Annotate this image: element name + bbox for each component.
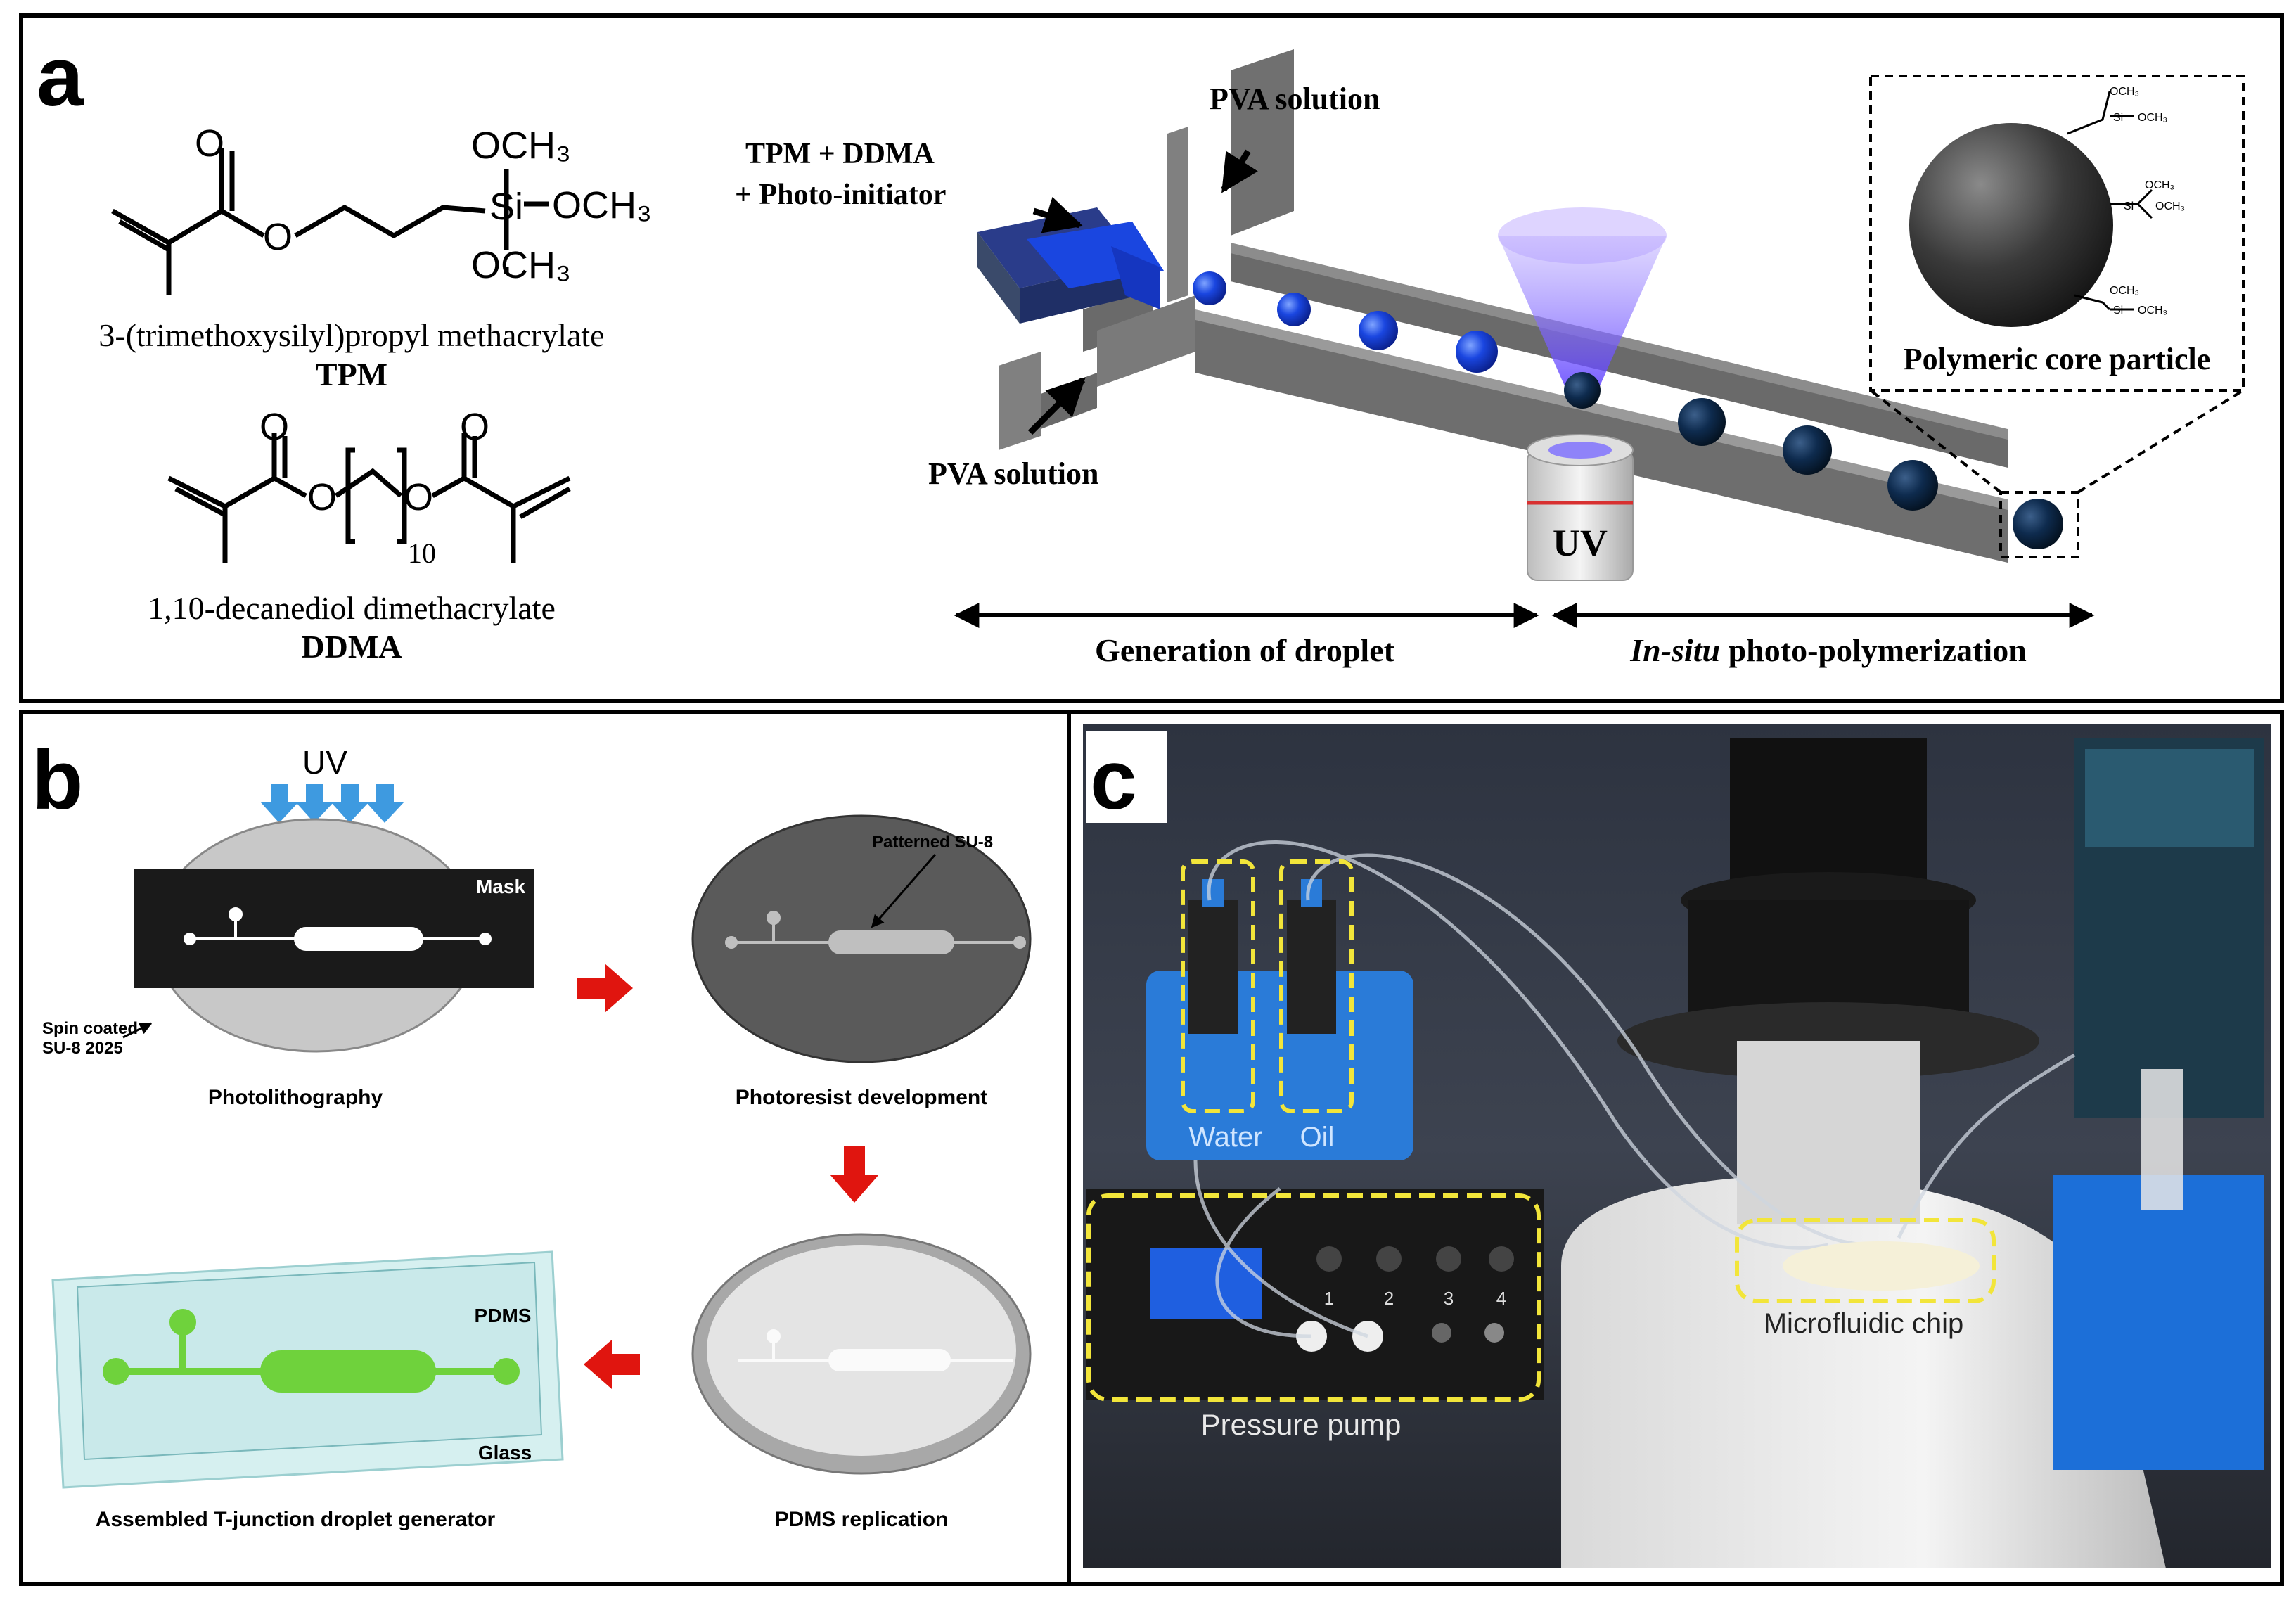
step-assembled-device: Assembled T-junction droplet generator [96, 1508, 496, 1531]
highlight-boxes [1086, 859, 1996, 1402]
ddma-abbr: DDMA [301, 629, 402, 665]
tpm-och3-bottom: OCH₃ [471, 244, 571, 286]
particle [1564, 372, 1601, 409]
process-arrow-right [577, 964, 633, 1013]
pdms-pattern [738, 1329, 1013, 1371]
uv-light-cone [1498, 236, 1667, 394]
tubing [1193, 840, 2076, 1338]
tpm-abbr: TPM [316, 357, 387, 392]
spin-coated-label-2: SU-8 2025 [42, 1039, 123, 1058]
inset-group: Si [2113, 305, 2123, 316]
inset-group: OCH₃ [2110, 86, 2139, 98]
inlet-label: TPM + DDMA [745, 138, 935, 170]
uv-arrows [260, 784, 404, 823]
tpm-ester-o: O [263, 216, 293, 258]
microfluidic-chip [1783, 1241, 1980, 1291]
pump-display [1150, 1248, 1262, 1319]
glass-label: Glass [478, 1442, 532, 1464]
water-highlight [1181, 859, 1255, 1113]
droplet [1277, 293, 1311, 326]
assembled-channel [103, 1309, 520, 1393]
particle [1887, 460, 1938, 511]
ddma-subscript: 10 [408, 537, 436, 569]
process-arrow-left [584, 1340, 640, 1389]
panel-a: a O O Si OCH₃ OCH₃ OCH₃ 3-(trimethoxysil… [19, 13, 2284, 703]
ddma-ester-o-right: O [404, 476, 433, 518]
inset-group: Si [2113, 112, 2123, 124]
droplet [1359, 311, 1398, 350]
particle [1783, 425, 1832, 475]
tpm-structure [111, 148, 549, 295]
ddma-ester-o-left: O [307, 476, 337, 518]
pump-channel: 4 [1496, 1288, 1506, 1309]
tpm-och3-top: OCH₃ [471, 124, 571, 167]
oil-label: Oil [1300, 1122, 1335, 1153]
pdms-label: PDMS [475, 1305, 532, 1326]
ddma-structure [167, 433, 571, 563]
polymerization-range-label: In-situ photo-polymerization [1629, 632, 2027, 668]
pump-label: Pressure pump [1201, 1408, 1402, 1441]
generation-range-label: Generation of droplet [1095, 632, 1395, 668]
pump-highlight [1086, 1193, 1541, 1402]
chip-label: Microfluidic chip [1764, 1308, 1964, 1339]
pump-channel: 3 [1444, 1288, 1454, 1309]
pump-channel: 1 [1324, 1288, 1334, 1309]
pva-label-bottom: PVA solution [928, 456, 1099, 491]
pump-channel: 2 [1384, 1288, 1394, 1309]
tpm-si: Si [489, 186, 523, 228]
su8-pattern [725, 911, 1026, 954]
mask-pattern [184, 907, 492, 951]
step-photolithography: Photolithography [208, 1086, 383, 1109]
inset-group: Si [2124, 200, 2134, 212]
step-photoresist-development: Photoresist development [736, 1086, 987, 1109]
panel-c: 1 2 3 4 Water Oil Pressure pump Microflu… [1067, 710, 2284, 1586]
microscope-column [1737, 1041, 1920, 1224]
panel-c-label-bg [1086, 731, 1167, 823]
panel-b: b UV Mask Spin coated SU-8 2025 Photolit… [19, 710, 1071, 1586]
oil-reservoir [1287, 900, 1336, 1034]
spin-coated-label: Spin coated [42, 1019, 138, 1038]
panel-c-label: c [1090, 733, 1137, 827]
tpm-name: 3-(trimethoxysilyl)propyl methacrylate [98, 317, 604, 353]
inset-group: OCH₃ [2138, 305, 2167, 316]
panel-a-label: a [37, 30, 84, 124]
core-particle [1909, 123, 2113, 327]
droplet [1456, 331, 1498, 373]
tpm-carbonyl-o: O [195, 122, 224, 165]
mask-label: Mask [476, 876, 525, 897]
panel-b-label: b [32, 733, 83, 827]
inset-group: OCH₃ [2138, 112, 2167, 124]
inset-label: Polymeric core particle [1904, 342, 2211, 376]
chip-highlight [1735, 1218, 1996, 1303]
pva-label-top: PVA solution [1210, 82, 1380, 116]
oil-highlight [1279, 859, 1354, 1113]
inset-group: OCH₃ [2110, 285, 2139, 297]
step-pdms-replication: PDMS replication [775, 1508, 949, 1531]
water-label: Water [1188, 1122, 1262, 1153]
ddma-carbonyl-o-left: O [259, 406, 289, 448]
inlet-label-2: + Photo-initiator [735, 179, 946, 211]
uv-objective-lens [1527, 434, 1634, 581]
uv-label-b: UV [302, 744, 347, 781]
water-reservoir [1188, 900, 1238, 1034]
patterned-su8-label: Patterned SU-8 [872, 833, 993, 852]
ddma-carbonyl-o-right: O [460, 406, 489, 448]
droplet [1193, 271, 1226, 305]
particle [2013, 499, 2063, 549]
inset-group: OCH₃ [2155, 200, 2185, 212]
polymeric-core-inset: OCH₃ Si OCH₃ OCH₃ Si OCH₃ OCH₃ Si OCH₃ P… [1869, 75, 2245, 392]
uv-label: UV [1553, 522, 1608, 564]
particle [1678, 398, 1726, 446]
process-arrow-down [830, 1146, 879, 1203]
tpm-och3-right: OCH₃ [552, 184, 652, 226]
tube-rack [2053, 1175, 2264, 1470]
inset-group: OCH₃ [2145, 179, 2174, 191]
microscope-base [1561, 1175, 2166, 1568]
ddma-name: 1,10-decanediol dimethacrylate [148, 590, 556, 626]
